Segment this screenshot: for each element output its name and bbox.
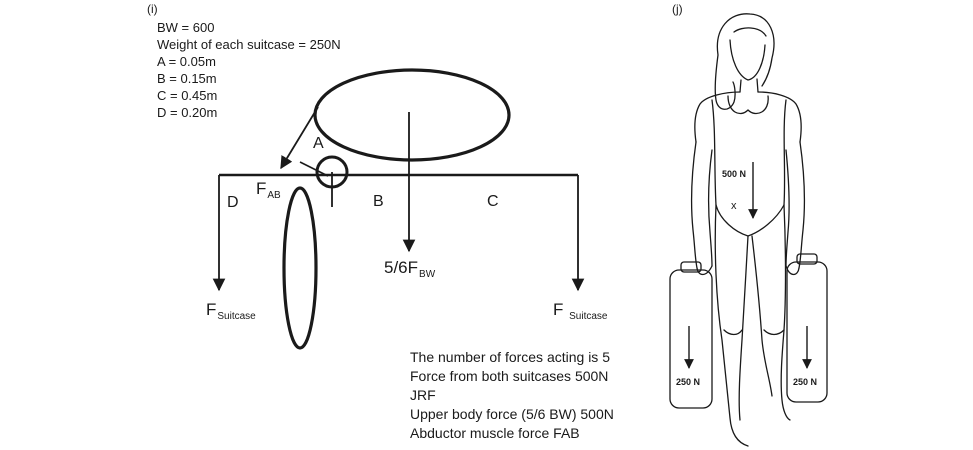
note-line: Upper body force (5/6 BW) 500N — [410, 406, 614, 422]
femur-ellipse — [282, 186, 318, 350]
given-suitcase-weight: Weight of each suitcase = 250N — [157, 37, 341, 52]
segment-a-label: A — [313, 135, 324, 152]
body-weight-label: 500 N — [722, 169, 747, 179]
center-of-mass-mark: x — [731, 200, 737, 212]
person-figure — [669, 13, 828, 447]
given-c: C = 0.45m — [157, 88, 218, 103]
segment-d-label: D — [227, 194, 239, 211]
given-values: BW = 600 Weight of each suitcase = 250N … — [157, 19, 341, 121]
abductor-force-arrow — [280, 106, 319, 170]
note-line: Force from both suitcases 500N — [410, 368, 609, 384]
suitcase-force-left-label: FSuitcase — [206, 300, 256, 322]
abductor-force-label: FAB — [256, 179, 281, 201]
given-b: B = 0.15m — [157, 71, 217, 86]
face — [729, 39, 766, 81]
panel-i-label: (i) — [147, 2, 158, 16]
suitcase-force-right-label: F Suitcase — [553, 300, 608, 322]
suitcase-right — [786, 261, 828, 403]
segment-b-label: B — [373, 193, 384, 210]
moment-arm-tick — [299, 161, 329, 177]
panel-j-label: (j) — [672, 2, 683, 16]
upper-body-force-label: 5/6FBW — [384, 258, 436, 280]
given-bw: BW = 600 — [157, 20, 215, 35]
hair — [714, 13, 775, 110]
segment-c-label: C — [487, 193, 499, 210]
suitcase-left — [669, 269, 713, 409]
note-line: JRF — [410, 387, 436, 403]
note-line: Abductor muscle force FAB — [410, 425, 580, 441]
given-d: D = 0.20m — [157, 105, 218, 120]
upper-body-ellipse — [313, 68, 511, 162]
suitcase-left-weight-label: 250 N — [676, 377, 701, 387]
suitcase-right-weight-label: 250 N — [793, 377, 818, 387]
given-a: A = 0.05m — [157, 54, 216, 69]
force-notes: The number of forces acting is 5 Force f… — [410, 348, 614, 443]
note-line: The number of forces acting is 5 — [410, 349, 610, 365]
